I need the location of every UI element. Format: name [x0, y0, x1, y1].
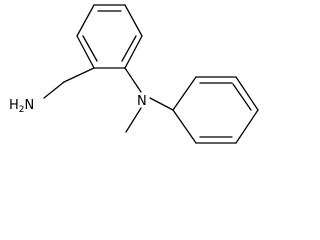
bond-b1-b2	[172, 109, 197, 144]
nh2-label: H2N	[9, 98, 34, 115]
bond-b3-b4	[235, 109, 259, 144]
double-bond-b-right	[232, 83, 252, 111]
bond-b6-b1	[172, 76, 197, 111]
bond-b4-b5	[235, 76, 259, 111]
bond-n-phenyl	[149, 97, 174, 111]
double-bond-right	[121, 35, 137, 62]
bond-n-methyl	[125, 107, 142, 133]
nh2-n: N	[25, 98, 35, 113]
bond-ring-ch2	[63, 67, 95, 83]
bond-ring-n	[124, 67, 142, 93]
nh2-subscript: 2	[19, 105, 25, 115]
bond-a5-a6	[76, 35, 95, 69]
bond-ch2-nh2	[43, 81, 65, 99]
molecule-drawing: N H2N	[9, 4, 259, 144]
right-ring	[172, 76, 259, 144]
structure-canvas: N H2N	[9, 4, 259, 144]
bond-a2-a3	[124, 4, 143, 37]
bond-a6-a1	[76, 4, 95, 37]
left-ring	[76, 4, 143, 69]
bond-a3-a4	[124, 35, 143, 69]
amine-n-label: N	[137, 94, 147, 109]
double-bond-left	[82, 35, 98, 62]
nh2-h: H	[9, 98, 19, 113]
